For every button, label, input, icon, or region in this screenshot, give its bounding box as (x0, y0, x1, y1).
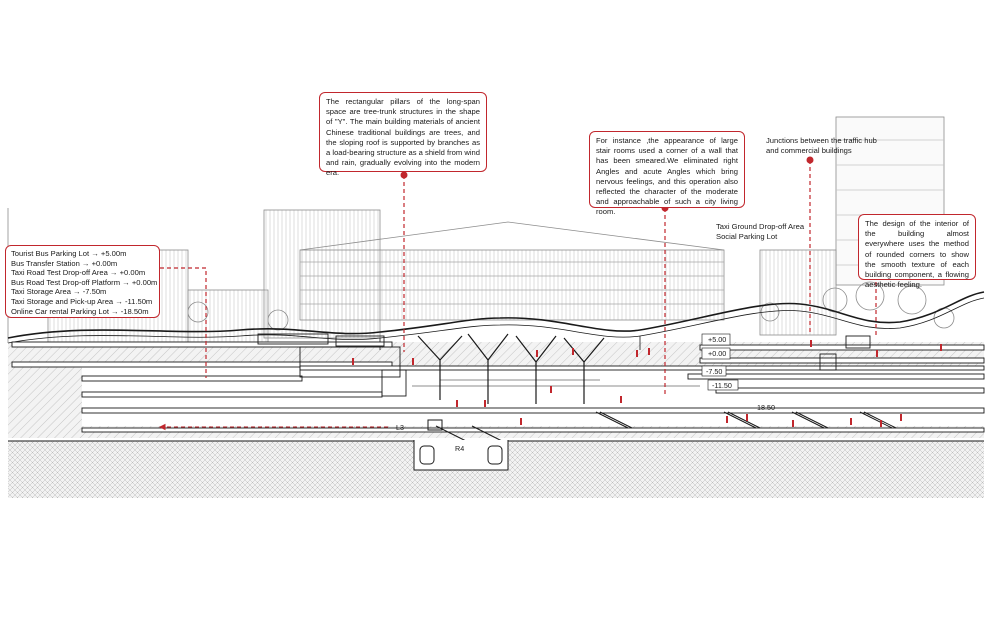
tunnel-r4 (413, 419, 509, 471)
callout-stair-rooms: For instance ,the appearance of large st… (589, 131, 745, 216)
background-buildings (7, 116, 955, 343)
legend-row: Taxi Storage Area → -7.50m (11, 287, 107, 297)
people-figures (352, 340, 942, 427)
level-r4: R4 (455, 444, 464, 453)
floor-slabs (11, 333, 985, 433)
callout-dots (400, 156, 814, 212)
legend-row: Taxi Road Test Drop-off Area → +0.00m (11, 268, 146, 278)
level-labels: +5.00 +0.00 -7.50 -11.50 18.50 L3 R4 (396, 333, 775, 453)
junctions-label-line2: and commercial buildings (766, 146, 852, 155)
callout-rounded-corners: The design of the interior of the buildi… (858, 214, 976, 289)
level-minus1150: -11.50 (712, 381, 732, 390)
level-legend: Tourist Bus Parking Lot → +5.00m Bus Tra… (5, 245, 160, 318)
taxi-dropoff-label-line2: Social Parking Lot (716, 232, 778, 241)
junctions-label: Junctions between the traffic hub and co… (766, 136, 877, 156)
level-minus750: -7.50 (706, 367, 722, 376)
callout-leaders (160, 160, 877, 394)
callout-y-pillars: The rectangular pillars of the long-span… (319, 92, 487, 177)
level-1850: 18.50 (757, 403, 775, 412)
legend-row: Taxi Storage and Pick-up Area → -11.50m (11, 296, 153, 306)
callout-rounded-corners-text: The design of the interior of the buildi… (865, 219, 969, 290)
ramps (435, 411, 897, 443)
legend-row: Online Car rental Parking Lot → -18.50m (11, 306, 149, 316)
level-l3: L3 (396, 423, 404, 432)
level-zero: +0.00 (708, 349, 726, 358)
y-columns (412, 333, 700, 404)
callout-stair-rooms-text: For instance ,the appearance of large st… (596, 136, 738, 217)
taxi-dropoff-label-line1: Taxi Ground Drop-off Area (716, 222, 805, 231)
legend-row: Bus Road Test Drop-off Platform → +0.00m (11, 277, 158, 287)
legend-row: Bus Transfer Station → +0.00m (11, 258, 118, 268)
undulating-roof (7, 291, 985, 350)
taxi-dropoff-label: Taxi Ground Drop-off Area Social Parking… (716, 222, 804, 242)
legend-row: Tourist Bus Parking Lot → +5.00m (11, 249, 127, 258)
junctions-label-line1: Junctions between the traffic hub (766, 136, 877, 145)
callout-y-pillars-text: The rectangular pillars of the long-span… (326, 97, 480, 178)
level-plus5: +5.00 (708, 335, 726, 344)
